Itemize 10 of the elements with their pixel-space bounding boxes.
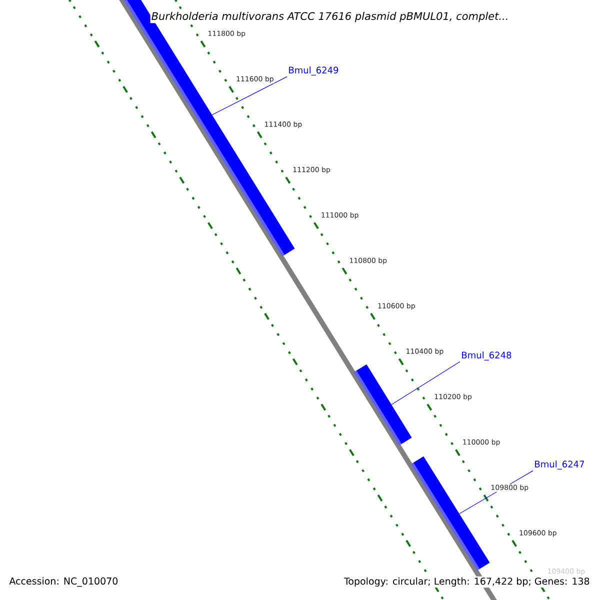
gene-label: Bmul_6249 (289, 66, 338, 76)
gene-bar (410, 456, 490, 571)
leader-line (391, 361, 460, 405)
footer-text: Topology: circular; Length: 167,422 bp; Genes: 138 (342, 576, 591, 588)
gene-bar (354, 364, 412, 446)
footer-text: Accession: NC_010070 (8, 576, 120, 588)
gene-label: Bmul_6248 (462, 352, 512, 360)
gene-label: Bmul_6247 (535, 460, 584, 470)
leader-line (212, 76, 288, 116)
title: Burkholderia multivorans ATCC 17616 plasmid pBMUL01, complet... (150, 10, 510, 24)
